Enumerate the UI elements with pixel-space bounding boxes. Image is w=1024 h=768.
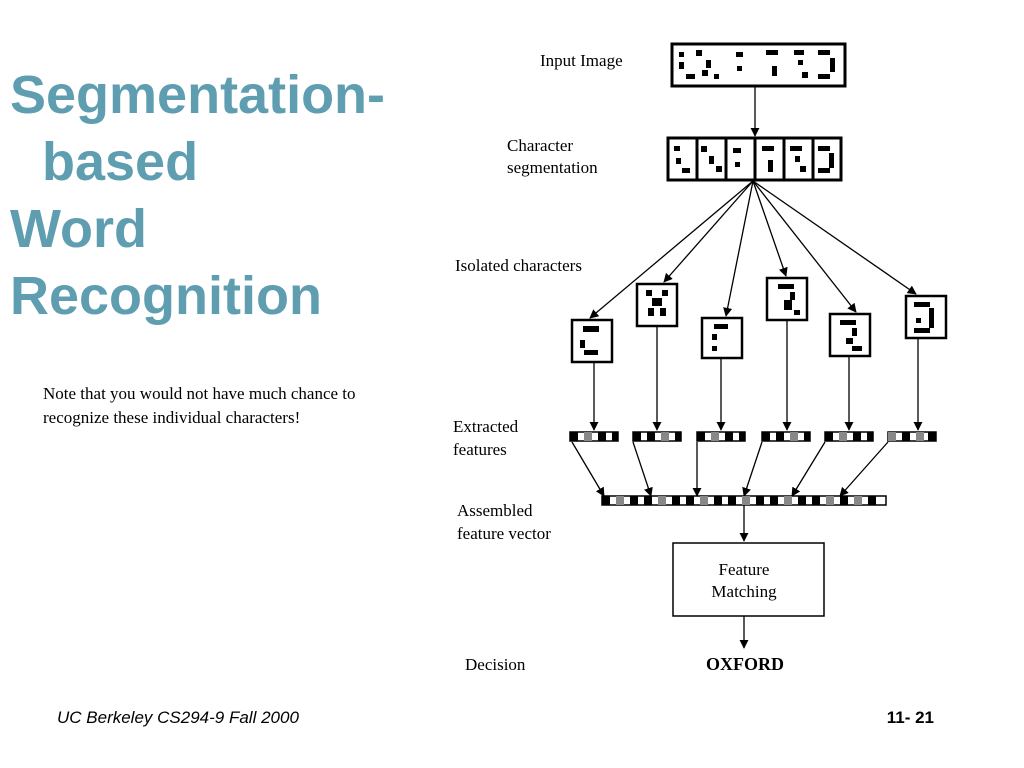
footer-page-number: 11- 21 bbox=[886, 708, 934, 727]
input-image bbox=[670, 42, 847, 88]
feature-bar-5 bbox=[824, 431, 874, 442]
feature-arrows bbox=[589, 320, 923, 431]
assembly-arrows bbox=[571, 441, 889, 497]
title-line-4: Recognition bbox=[10, 266, 322, 326]
extracted-features-label-line2: features bbox=[453, 440, 507, 459]
isolated-char-2 bbox=[635, 282, 679, 328]
feature-bar-2 bbox=[632, 431, 682, 442]
assembled-vector-label-line2: feature vector bbox=[457, 524, 551, 543]
isolated-char-5 bbox=[828, 312, 872, 358]
char-seg-label-line2: segmentation bbox=[507, 158, 598, 177]
fanout-arrows bbox=[589, 180, 917, 319]
feature-matching-line1: Feature bbox=[719, 560, 770, 579]
feature-bar-3 bbox=[696, 431, 746, 442]
extracted-feature-bars bbox=[569, 431, 937, 442]
feature-matching-box: Feature Matching bbox=[672, 542, 825, 617]
feature-bar-1 bbox=[569, 431, 619, 442]
isolated-char-3 bbox=[700, 316, 744, 360]
extracted-features-label-line1: Extracted bbox=[453, 417, 519, 436]
assembled-vector-label-line1: Assembled bbox=[457, 501, 533, 520]
feature-bar-4 bbox=[761, 431, 811, 442]
char-seg-label-line1: Character bbox=[507, 136, 573, 155]
slide-title: Segmentation- based Word Recognition bbox=[10, 62, 385, 330]
isolated-chars-label: Isolated characters bbox=[455, 256, 582, 275]
title-line-2: based bbox=[42, 132, 199, 192]
decision-label: Decision bbox=[465, 655, 526, 674]
title-line-3: Word bbox=[10, 199, 147, 259]
title-line-1: Segmentation- bbox=[10, 65, 386, 125]
feature-matching-line2: Matching bbox=[711, 582, 777, 601]
segmented-image bbox=[666, 136, 843, 182]
isolated-char-4 bbox=[765, 276, 809, 322]
isolated-char-1 bbox=[570, 318, 614, 364]
feature-bar-6 bbox=[887, 431, 937, 442]
note-text: Note that you would not have much chance… bbox=[43, 384, 356, 427]
assembled-feature-vector bbox=[601, 495, 887, 506]
input-image-label: Input Image bbox=[540, 51, 623, 70]
decision-value: OXFORD bbox=[706, 654, 784, 674]
footer-course: UC Berkeley CS294-9 Fall 2000 bbox=[57, 708, 299, 727]
isolated-char-6 bbox=[904, 294, 948, 340]
